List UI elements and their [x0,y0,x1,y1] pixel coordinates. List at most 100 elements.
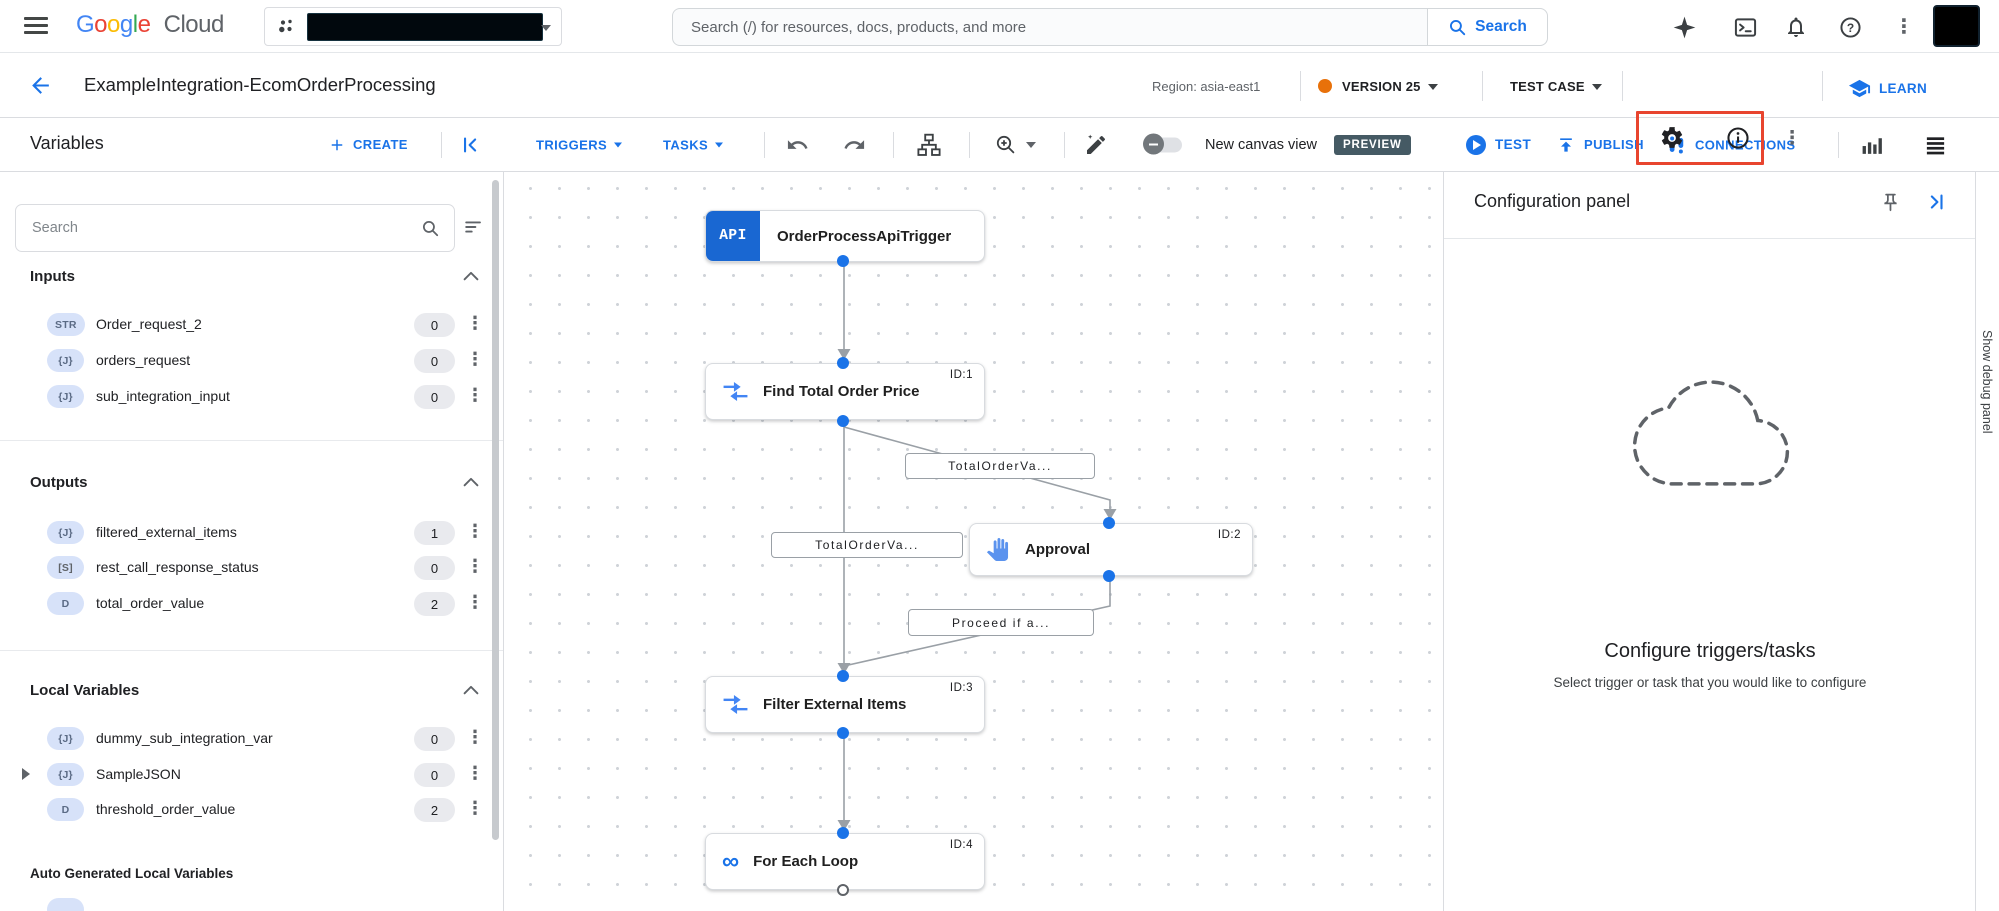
logs-icon[interactable] [1924,133,1947,156]
page-title: ExampleIntegration-EcomOrderProcessing [84,74,436,95]
variable-more-options-icon[interactable]: ⋮ [466,798,484,818]
variable-row[interactable]: {J} SampleJSON 0 ⋮ [0,758,503,792]
tasks-dropdown[interactable]: TASKS [663,137,724,152]
variable-more-options-icon[interactable]: ⋮ [466,521,484,541]
version-status-dot [1318,79,1332,93]
connector-dot[interactable] [837,727,849,739]
connector-dot[interactable] [837,415,849,427]
trigger-node-order-process-api[interactable]: API OrderProcessApiTrigger [705,210,985,262]
connector-dot[interactable] [837,255,849,267]
variables-sidebar: Inputs STR Order_request_2 0 ⋮ {J} order… [0,172,503,911]
test-button[interactable]: TEST [1466,134,1531,155]
tasks-label: TASKS [663,137,709,152]
edge-condition-label[interactable]: TotalOrderVa... [771,532,963,558]
search-icon [1450,19,1466,35]
task-node-filter-external-items[interactable]: Filter External Items ID:3 [705,676,985,733]
count-badge: 0 [414,349,455,373]
variable-more-options-icon[interactable]: ⋮ [466,592,484,612]
count-badge: 2 [414,798,455,822]
variable-row[interactable]: {J} dummy_sub_integration_var 0 ⋮ [0,722,503,756]
info-icon[interactable] [1724,124,1752,152]
connector-dot[interactable] [1103,570,1115,582]
sidebar-scrollbar[interactable] [492,180,499,840]
divider [1482,71,1483,101]
variable-name: SampleJSON [96,766,181,782]
avatar[interactable] [1933,5,1980,47]
variable-row[interactable]: D threshold_order_value 2 ⋮ [0,793,503,827]
edge-condition-label[interactable]: TotalOrderVa... [905,453,1095,479]
publish-button[interactable]: PUBLISH [1556,135,1644,155]
version-dropdown[interactable]: VERSION 25 [1342,79,1438,94]
variables-panel-title: Variables [30,133,104,153]
connector-dot[interactable] [837,670,849,682]
divider [0,650,503,651]
back-arrow-icon[interactable] [28,73,53,103]
triggers-dropdown[interactable]: TRIGGERS [536,137,623,152]
collapse-variables-panel-icon[interactable] [460,134,482,156]
learn-button[interactable]: LEARN [1848,77,1927,100]
collapse-config-panel-icon[interactable] [1922,188,1950,216]
edge-condition-label[interactable]: Proceed if a... [908,609,1094,636]
connector-dot-hollow[interactable] [837,884,849,896]
google-cloud-logo[interactable]: Google Cloud [76,11,224,39]
more-options-icon[interactable]: ⋮ [1894,16,1914,38]
variable-row[interactable]: D total_order_value 2 ⋮ [0,587,503,621]
variable-more-options-icon[interactable]: ⋮ [466,763,484,783]
sort-variables-icon[interactable] [463,216,485,243]
global-search-input[interactable] [673,9,1427,45]
divider [1838,132,1839,158]
new-canvas-toggle[interactable] [1143,133,1182,155]
collapse-section-icon[interactable] [460,680,482,702]
expand-arrow-icon[interactable] [22,768,30,780]
task-node-approval[interactable]: Approval ID:2 [969,523,1253,576]
magic-edit-icon[interactable] [1084,133,1108,157]
project-icon [279,19,292,32]
count-badge: 1 [414,521,455,545]
settings-gear-icon[interactable] [1658,124,1686,152]
configuration-panel: Configuration panel Configure triggers/t… [1443,172,1976,911]
variable-row[interactable]: {J} sub_integration_input 0 ⋮ [0,380,503,414]
test-case-dropdown[interactable]: TEST CASE [1510,79,1602,94]
variable-name: filtered_external_items [96,524,237,540]
connector-dot[interactable] [837,357,849,369]
connector-dot[interactable] [1103,517,1115,529]
help-icon[interactable]: ? [1837,14,1863,40]
task-node-find-total-order-price[interactable]: Find Total Order Price ID:1 [705,363,985,420]
collapse-section-icon[interactable] [460,266,482,288]
divider [0,440,503,441]
create-variable-button[interactable]: CREATE [328,136,408,154]
count-badge: 2 [414,592,455,616]
variable-more-options-icon[interactable]: ⋮ [466,556,484,576]
node-title: Filter External Items [763,696,907,713]
variables-search-input[interactable] [16,220,421,236]
show-debug-panel-button[interactable]: Show debug panel [1980,330,1994,434]
variable-row[interactable]: {J} orders_request 0 ⋮ [0,344,503,378]
count-badge: 0 [414,385,455,409]
logo-letter: l [132,11,138,38]
variable-more-options-icon[interactable]: ⋮ [466,349,484,369]
pin-panel-icon[interactable] [1876,188,1904,216]
notifications-bell-icon[interactable] [1783,14,1809,40]
redo-icon[interactable] [843,133,866,156]
variable-more-options-icon[interactable]: ⋮ [466,727,484,747]
zoom-dropdown[interactable] [994,133,1036,157]
connector-dot[interactable] [837,827,849,839]
variable-row[interactable]: [S] rest_call_response_status 0 ⋮ [0,551,503,585]
variable-more-options-icon[interactable]: ⋮ [466,313,484,333]
variable-row[interactable]: {J} filtered_external_items 1 ⋮ [0,516,503,550]
header-more-options-icon[interactable]: ⋮ [1782,127,1802,149]
metrics-icon[interactable] [1860,132,1885,157]
node-title: For Each Loop [753,853,859,870]
variable-more-options-icon[interactable]: ⋮ [466,385,484,405]
auto-layout-icon[interactable] [916,132,942,158]
gemini-sparkle-icon[interactable] [1671,14,1697,40]
count-badge: 0 [414,313,455,337]
main-menu-icon[interactable] [24,17,48,35]
undo-icon[interactable] [786,133,809,156]
variable-row[interactable]: STR Order_request_2 0 ⋮ [0,308,503,342]
task-node-for-each-loop[interactable]: ∞ For Each Loop ID:4 [705,833,985,890]
collapse-section-icon[interactable] [460,472,482,494]
cloud-shell-icon[interactable] [1732,14,1758,40]
project-selector[interactable] [264,7,562,46]
search-button[interactable]: Search [1427,9,1547,45]
